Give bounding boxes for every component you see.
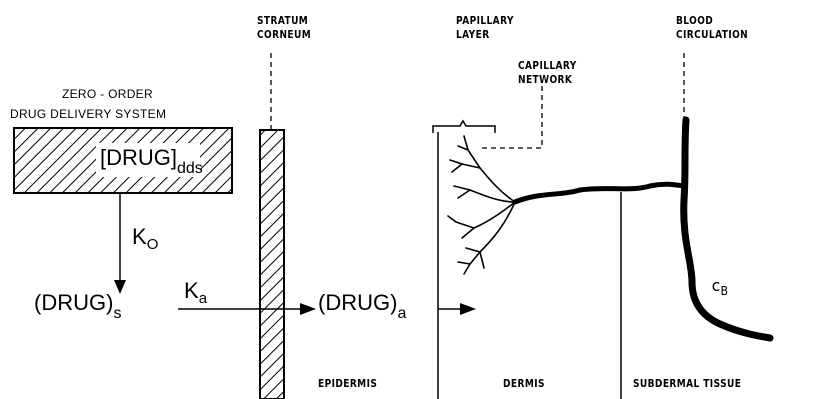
- capillary-label-line2: NETWORK: [518, 73, 577, 87]
- blood-label-line1: BLOOD: [676, 14, 748, 28]
- stratum-corneum-layer: [260, 130, 284, 399]
- capillary-branches: [448, 136, 515, 274]
- ka-sub: a: [199, 290, 207, 307]
- drug-a-formula: (DRUG)a: [318, 292, 406, 314]
- papillary-label-line1: PAPILLARY: [456, 14, 514, 28]
- cb-main: c: [711, 276, 721, 295]
- zero-order-label: ZERO - ORDER: [62, 88, 153, 100]
- capillary-network-label: CAPILLARY NETWORK: [518, 59, 577, 87]
- dermis-label: DERMIS: [503, 378, 545, 389]
- delivery-system-label: DRUG DELIVERY SYSTEM: [10, 108, 166, 120]
- stratum-label-line2: CORNEUM: [257, 28, 311, 42]
- ka-main: K: [184, 278, 199, 303]
- stratum-corneum-label: STRATUM CORNEUM: [257, 14, 311, 42]
- cb-formula: cB: [711, 278, 728, 294]
- drug-s-formula: (DRUG)s: [34, 292, 121, 314]
- cb-sub: B: [721, 284, 728, 298]
- drug-dds-main: [DRUG]: [100, 145, 177, 170]
- drug-dds-formula: [DRUG]dds: [100, 147, 203, 169]
- papillary-layer-label: PAPILLARY LAYER: [456, 14, 514, 42]
- blood-label-line2: CIRCULATION: [676, 28, 748, 42]
- drug-dds-sub: dds: [177, 160, 203, 177]
- drug-s-main: (DRUG): [34, 290, 113, 315]
- k0-main: K: [132, 224, 147, 249]
- dermis-arrowhead: [460, 303, 476, 315]
- ka-arrowhead: [300, 303, 316, 315]
- ka-formula: Ka: [184, 280, 207, 302]
- blood-vessel: [684, 120, 770, 338]
- blood-circulation-label: BLOOD CIRCULATION: [676, 14, 748, 42]
- k0-formula: KO: [132, 226, 158, 248]
- papillary-bracket: [433, 121, 495, 133]
- capillary-trunk: [515, 184, 685, 202]
- capillary-leader: [478, 86, 542, 148]
- drug-s-sub: s: [113, 305, 121, 322]
- k0-sub: O: [147, 236, 159, 253]
- capillary-label-line1: CAPILLARY: [518, 59, 577, 73]
- stratum-label-line1: STRATUM: [257, 14, 311, 28]
- epidermis-label: EPIDERMIS: [318, 378, 377, 389]
- drug-a-main: (DRUG): [318, 290, 397, 315]
- papillary-label-line2: LAYER: [456, 28, 514, 42]
- drug-a-sub: a: [397, 305, 406, 322]
- subdermal-label: SUBDERMAL TISSUE: [633, 378, 741, 389]
